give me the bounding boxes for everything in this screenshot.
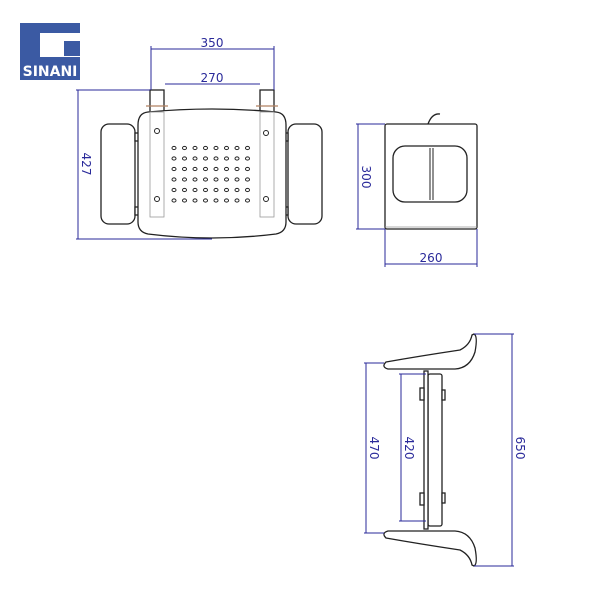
drain-hole [245, 198, 250, 203]
drain-hole [171, 177, 177, 182]
drain-hole [203, 177, 208, 182]
drain-holes [171, 145, 250, 203]
drain-hole [171, 156, 177, 161]
drain-hole [192, 187, 198, 193]
drain-hole [245, 156, 250, 161]
drain-hole [171, 145, 177, 151]
drain-hole [234, 198, 240, 203]
drain-hole [224, 145, 229, 151]
sinani-logo: SINANI [20, 23, 80, 80]
front-dimensions: 350 270 427 [76, 36, 275, 240]
drain-hole [213, 198, 219, 203]
drain-hole [182, 145, 187, 151]
drain-hole [234, 156, 240, 161]
drain-hole [182, 156, 187, 161]
drain-hole [171, 198, 177, 203]
drain-hole [245, 187, 250, 193]
drain-hole [245, 177, 250, 182]
dim-outer-width: 350 [201, 36, 224, 50]
drain-hole [245, 166, 250, 172]
drain-hole [234, 187, 240, 193]
drain-hole [245, 145, 250, 151]
drain-hole [182, 177, 187, 182]
drain-hole [234, 166, 240, 172]
folded-dimensions: 300 260 [356, 123, 478, 267]
drain-hole [213, 187, 219, 193]
drain-hole [203, 156, 208, 161]
side-dimensions: 470 420 650 [364, 333, 527, 567]
drain-hole [192, 177, 198, 182]
dim-overall: 650 [513, 437, 527, 460]
front-view [100, 89, 323, 239]
drain-hole [224, 156, 229, 161]
drain-hole [203, 187, 208, 193]
drain-hole [192, 198, 198, 203]
dim-bracket-span: 470 [367, 437, 381, 460]
drain-hole [213, 156, 219, 161]
drain-hole [213, 145, 219, 151]
drain-hole [224, 198, 229, 203]
side-view [383, 333, 477, 567]
logo-text: SINANI [23, 64, 78, 80]
dim-depth: 427 [79, 153, 93, 176]
drain-hole [203, 166, 208, 172]
drain-hole [192, 145, 198, 151]
drain-hole [182, 198, 187, 203]
drain-hole [203, 198, 208, 203]
dim-folded-height: 300 [359, 166, 373, 189]
dim-folded-width: 260 [420, 251, 443, 265]
dim-seat-length: 420 [402, 437, 416, 460]
folded-view [384, 113, 478, 230]
drain-hole [192, 166, 198, 172]
drain-hole [192, 156, 198, 161]
drain-hole [171, 166, 177, 172]
drain-hole [234, 177, 240, 182]
drain-hole [213, 166, 219, 172]
drain-hole [182, 187, 187, 193]
drain-hole [224, 166, 229, 172]
drain-hole [182, 166, 187, 172]
drain-hole [224, 177, 229, 182]
drain-hole [171, 187, 177, 193]
drain-hole [203, 145, 208, 151]
drain-hole [213, 177, 219, 182]
dim-inner-width: 270 [201, 71, 224, 85]
drain-hole [224, 187, 229, 193]
drain-hole [234, 145, 240, 151]
